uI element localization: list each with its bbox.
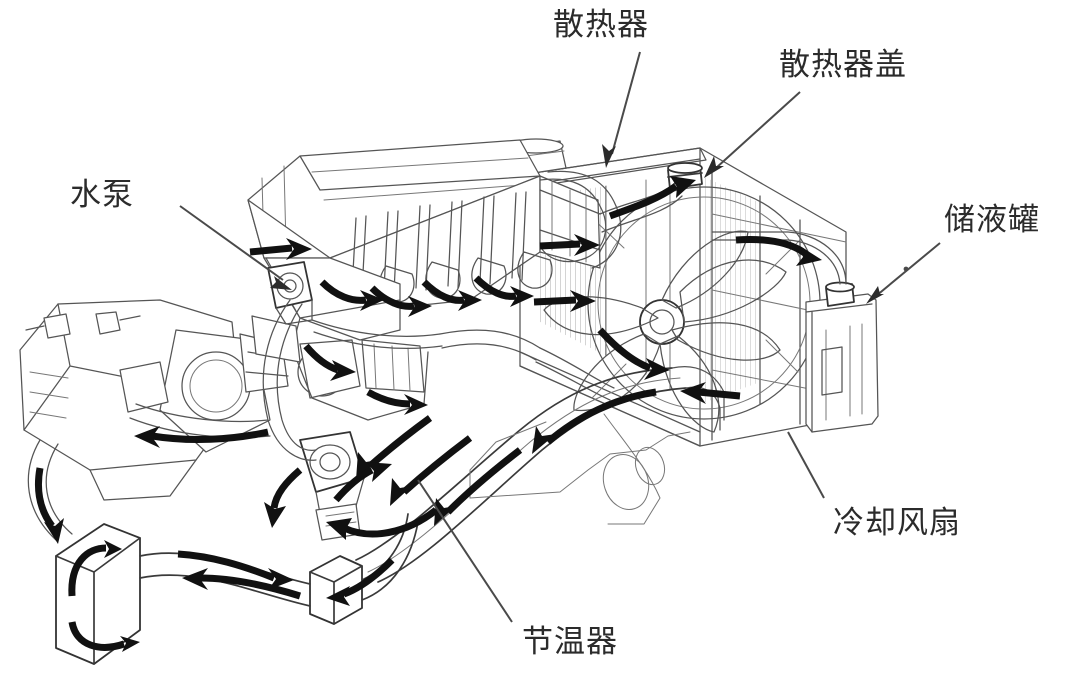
coolant-hoses: [27, 170, 725, 607]
callout-label-water-pump: 水泵: [70, 177, 134, 213]
leader-water-pump: [179, 205, 284, 281]
leader-cooling-fan: [787, 431, 825, 499]
reservoir-tank: [711, 231, 879, 433]
callout-label-reservoir-tank: 储液罐: [944, 202, 1040, 238]
callout-label-thermostat: 节温器: [522, 624, 618, 660]
leader-radiator: [611, 51, 641, 155]
leader-thermostat: [417, 479, 513, 623]
callout-label-radiator: 散热器: [553, 7, 649, 43]
water-pump: [267, 261, 313, 325]
leader-radiator-cap: [715, 91, 801, 169]
heater-core: [55, 523, 141, 665]
transmission-housing: [19, 299, 301, 501]
callout-label-radiator-cap: 散热器盖: [779, 47, 907, 83]
callout-leaders: [179, 51, 941, 623]
callout-label-cooling-fan: 冷却风扇: [833, 505, 961, 541]
lower-case: [469, 413, 691, 525]
thermostat-housing: [299, 431, 365, 541]
heater-valve-box: [309, 555, 363, 625]
flow-arrows: [35, 176, 822, 606]
